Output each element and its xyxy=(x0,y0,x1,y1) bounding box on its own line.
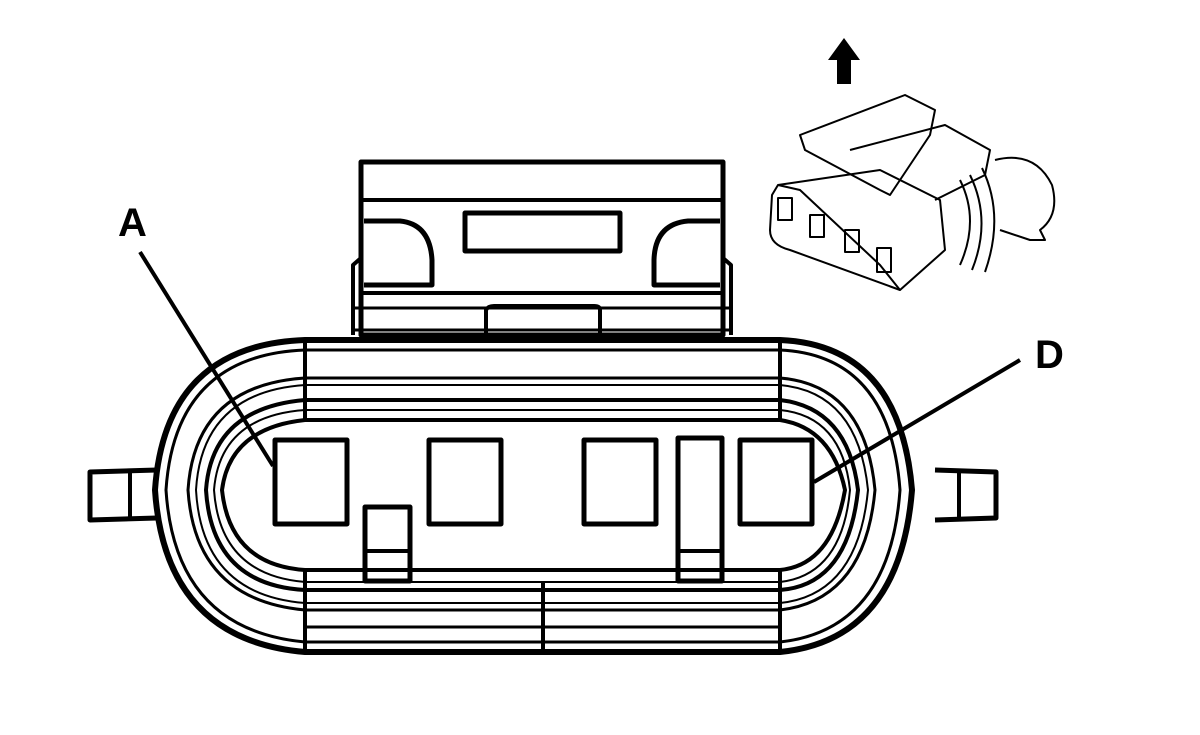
cavity-a xyxy=(272,437,350,527)
key-right xyxy=(675,435,725,584)
cavities xyxy=(272,435,815,584)
side-tabs xyxy=(87,467,999,523)
label-pin-d: D xyxy=(1035,333,1064,377)
connector-body xyxy=(152,337,915,655)
arrow-up-icon xyxy=(828,38,860,84)
inset-connector-view xyxy=(769,38,1056,291)
cavity-d xyxy=(737,437,815,527)
callout-line-a xyxy=(138,250,275,468)
key-left xyxy=(362,504,413,584)
label-pin-a: A xyxy=(118,201,147,245)
callout-line-d xyxy=(812,358,1022,484)
callouts: A D xyxy=(118,201,1064,484)
latch-housing xyxy=(351,159,733,338)
cavity-c xyxy=(581,437,659,527)
cavity-b xyxy=(426,437,504,527)
